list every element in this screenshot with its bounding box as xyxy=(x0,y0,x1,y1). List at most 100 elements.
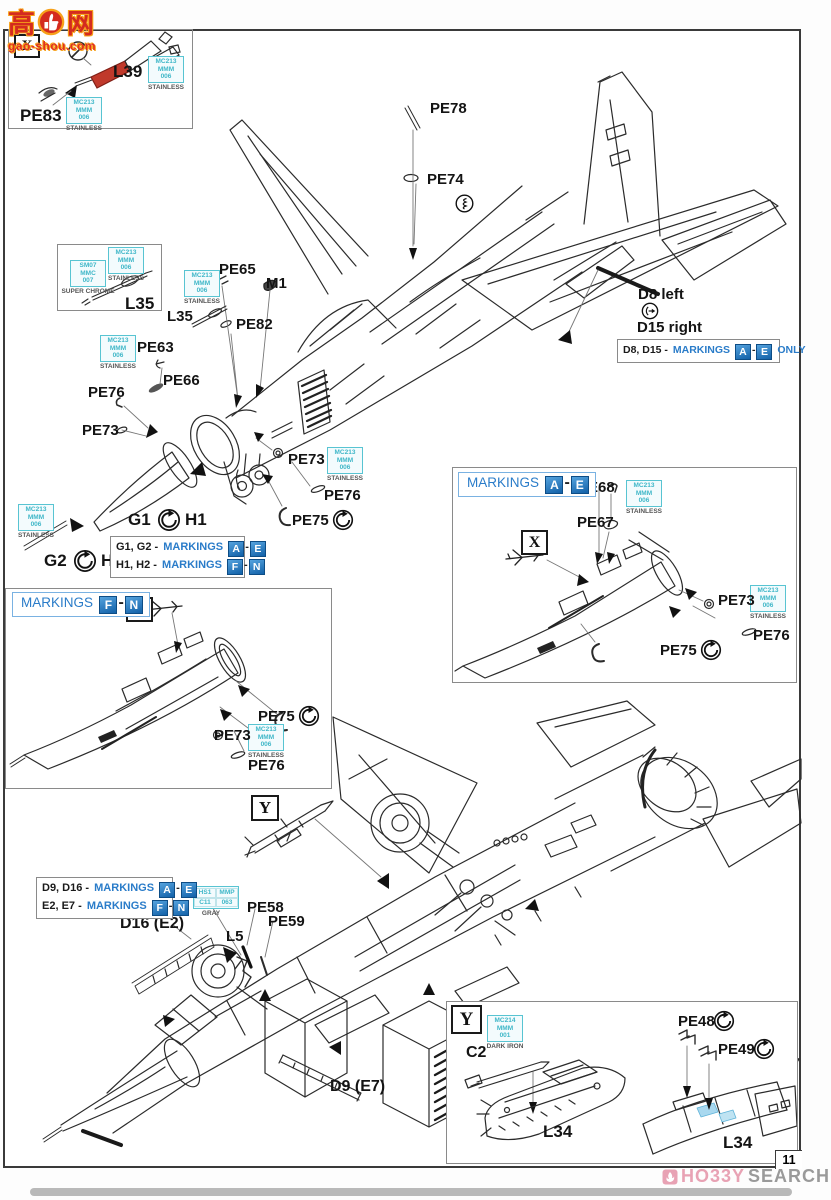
part-label-m1: M1 xyxy=(266,275,287,292)
part-label-g2: G2 xyxy=(44,551,67,570)
part-label-g1: G1 xyxy=(128,510,151,529)
l35-drawing xyxy=(81,270,153,306)
ae-nose-drawing xyxy=(454,483,757,679)
missile-pod xyxy=(244,800,382,878)
part-label-pe82: PE82 xyxy=(236,316,273,333)
detail-box-markings-fn xyxy=(5,588,332,789)
assembly-symbol-x: X xyxy=(521,530,548,555)
y-box-drawing xyxy=(464,1029,797,1155)
part-label-d15-right: D15 right xyxy=(637,319,703,336)
part-label-pe76: PE76 xyxy=(753,627,790,644)
part-label-pe78: PE78 xyxy=(430,100,467,117)
part-label-l34: L34 xyxy=(543,1122,573,1141)
bottom-aircraft-drawing xyxy=(42,700,802,1147)
coil-icon xyxy=(455,194,474,213)
markings-note-d8-d15: D8, D15 - MARKINGS A-E ONLY xyxy=(617,339,806,363)
rotate-icon xyxy=(753,1038,775,1060)
screw-head-icon xyxy=(68,41,88,61)
part-label-pe75: PE75 xyxy=(660,642,697,659)
main-wheel xyxy=(370,793,460,868)
part-label-pe67: PE67 xyxy=(577,514,614,531)
detail-box-l39-pe83 xyxy=(8,29,193,129)
left-wing xyxy=(229,119,369,295)
part-label-pe76: PE76 xyxy=(88,384,125,401)
watermark-gaoshou: 高 网 gao-shou.com xyxy=(8,2,96,53)
part-label-pe49: PE49 xyxy=(718,1041,755,1058)
part-d16 xyxy=(131,934,215,995)
part-l34-pod xyxy=(476,1059,626,1141)
watermark-hobbysearch: HO33Y SEARCH xyxy=(662,1166,830,1187)
markings-fn-header: MARKINGS F-N xyxy=(12,592,150,617)
fn-nose-drawing xyxy=(9,600,288,770)
right-wing xyxy=(461,189,779,331)
part-label-pe66: PE66 xyxy=(163,372,200,389)
blue-highlight-patch xyxy=(718,1109,737,1123)
part-label-pe83: PE83 xyxy=(20,106,62,125)
scan-shadow-bar xyxy=(30,1188,792,1196)
part-label-pe63: PE63 xyxy=(137,339,174,356)
rotate-icon xyxy=(713,1010,735,1032)
part-label-d16-e2: D16 (E2) xyxy=(120,915,185,932)
rotate-icon xyxy=(298,705,320,727)
part-label-pe74: PE74 xyxy=(427,171,464,188)
part-label-pe65: PE65 xyxy=(219,261,256,278)
rotate-icon xyxy=(73,549,97,573)
part-d9 xyxy=(278,1054,362,1102)
nose-section xyxy=(42,1038,201,1143)
mirror-icon xyxy=(641,302,659,320)
watermark-char: 网 xyxy=(67,9,94,39)
part-label-l34: L34 xyxy=(723,1133,753,1152)
watermark-url: gao-shou.com xyxy=(8,39,97,53)
part-label-l39: L39 xyxy=(113,62,143,81)
thumb-up-logo-icon xyxy=(37,8,65,35)
assembly-symbol-y: Y xyxy=(451,1005,482,1034)
engine-nozzle xyxy=(637,746,718,830)
vertical-fin xyxy=(583,71,661,237)
part-label-pe58: PE58 xyxy=(247,899,284,916)
part-label-pe73: PE73 xyxy=(214,727,251,744)
part-label-pe73: PE73 xyxy=(288,451,325,468)
assembly-symbol-x: X xyxy=(14,34,40,58)
part-label-l35-install: L35 xyxy=(167,308,193,325)
part-label-l5: L5 xyxy=(226,928,244,945)
hobbysearch-hobby-text: HO33Y xyxy=(680,1166,745,1186)
part-label-pe75: PE75 xyxy=(292,512,329,529)
fuselage-section xyxy=(642,1081,797,1155)
part-label-c2: C2 xyxy=(466,1044,487,1061)
part-label-l35: L35 xyxy=(125,294,155,313)
rotate-icon xyxy=(332,509,354,531)
markings-note-g-h: G1, G2 - MARKINGS A-E H1, H2 - MARKINGS … xyxy=(110,536,266,578)
page-number: 11 xyxy=(775,1150,802,1169)
part-label-pe59: PE59 xyxy=(268,913,305,930)
l39-pe83-drawing xyxy=(38,31,181,106)
intake-duct xyxy=(264,978,476,1128)
hobbysearch-flame-icon xyxy=(662,1169,678,1184)
part-label-pe76: PE76 xyxy=(248,757,285,774)
nose-gear xyxy=(223,453,270,505)
rotate-icon xyxy=(157,508,181,532)
watermark-char: 高 xyxy=(8,9,35,39)
nose-cone xyxy=(93,442,198,532)
top-aircraft-drawing xyxy=(23,71,787,551)
part-label-pe73: PE73 xyxy=(82,422,119,439)
hobbysearch-search-text: SEARCH xyxy=(747,1166,830,1186)
markings-ae-header: MARKINGS A-E xyxy=(458,472,596,497)
markings-note-d9-e2: D9, D16 - MARKINGS A-E E2, E7 - MARKINGS… xyxy=(36,877,197,919)
part-label-pe76: PE76 xyxy=(324,487,361,504)
assembly-symbol-y: Y xyxy=(251,795,279,821)
part-label-d9-e7: D9 (E7) xyxy=(330,1078,386,1095)
